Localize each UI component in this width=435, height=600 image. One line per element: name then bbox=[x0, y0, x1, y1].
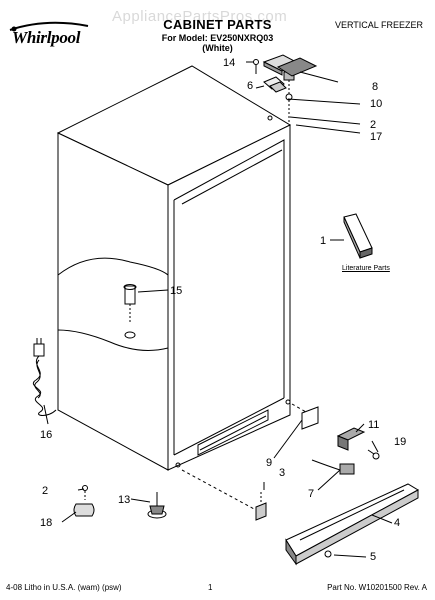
callout-13: 13 bbox=[118, 494, 130, 506]
callout-6: 6 bbox=[247, 80, 253, 92]
callout-9: 9 bbox=[266, 457, 272, 469]
callout-1: 1 bbox=[320, 235, 326, 247]
literature-parts-label: Literature Parts bbox=[342, 265, 390, 272]
brand-logo: Whirlpool bbox=[6, 20, 92, 50]
callout-2-top: 2 bbox=[370, 119, 376, 131]
leader-lines bbox=[43, 61, 393, 558]
callout-16: 16 bbox=[40, 429, 52, 441]
watermark: AppliancePartsPros.com bbox=[112, 8, 288, 25]
top-hinge-assembly bbox=[253, 54, 318, 122]
part-number: Part No. W10201500 Rev. A bbox=[327, 583, 427, 592]
model-line: For Model: EV250NXRQ03 bbox=[161, 33, 274, 43]
callout-10: 10 bbox=[370, 98, 382, 110]
page-title: CABINET PARTS bbox=[163, 17, 272, 32]
product-type: VERTICAL FREEZER bbox=[334, 20, 423, 30]
wire-harness bbox=[311, 459, 355, 475]
bracket-parts bbox=[73, 485, 95, 517]
logo-text: Whirlpool bbox=[12, 28, 81, 47]
cabinet-body bbox=[56, 65, 292, 471]
callout-5: 5 bbox=[370, 551, 376, 563]
callout-18: 18 bbox=[40, 517, 52, 529]
callout-14: 14 bbox=[223, 57, 235, 69]
logo-swoosh-icon bbox=[9, 21, 89, 32]
callout-15: 15 bbox=[170, 285, 182, 297]
page-number: 1 bbox=[208, 583, 213, 592]
toe-grille bbox=[285, 483, 420, 566]
callout-7: 7 bbox=[308, 488, 314, 500]
print-info: 4-08 Litho in U.S.A. (wam) (psw) bbox=[6, 583, 122, 592]
callout-3: 3 bbox=[279, 467, 285, 479]
callout-19: 19 bbox=[394, 436, 406, 448]
power-cord bbox=[33, 338, 57, 416]
grille-clip bbox=[255, 492, 267, 521]
callout-8: 8 bbox=[372, 81, 378, 93]
callout-11: 11 bbox=[368, 419, 379, 431]
color-line: (White) bbox=[202, 43, 233, 53]
callout-17: 17 bbox=[370, 131, 382, 143]
leveling-leg bbox=[147, 492, 167, 519]
callout-4: 4 bbox=[394, 517, 400, 529]
callout-2-bottom: 2 bbox=[42, 485, 48, 497]
bottom-hinge-bracket bbox=[301, 406, 380, 460]
literature-book bbox=[343, 213, 373, 259]
